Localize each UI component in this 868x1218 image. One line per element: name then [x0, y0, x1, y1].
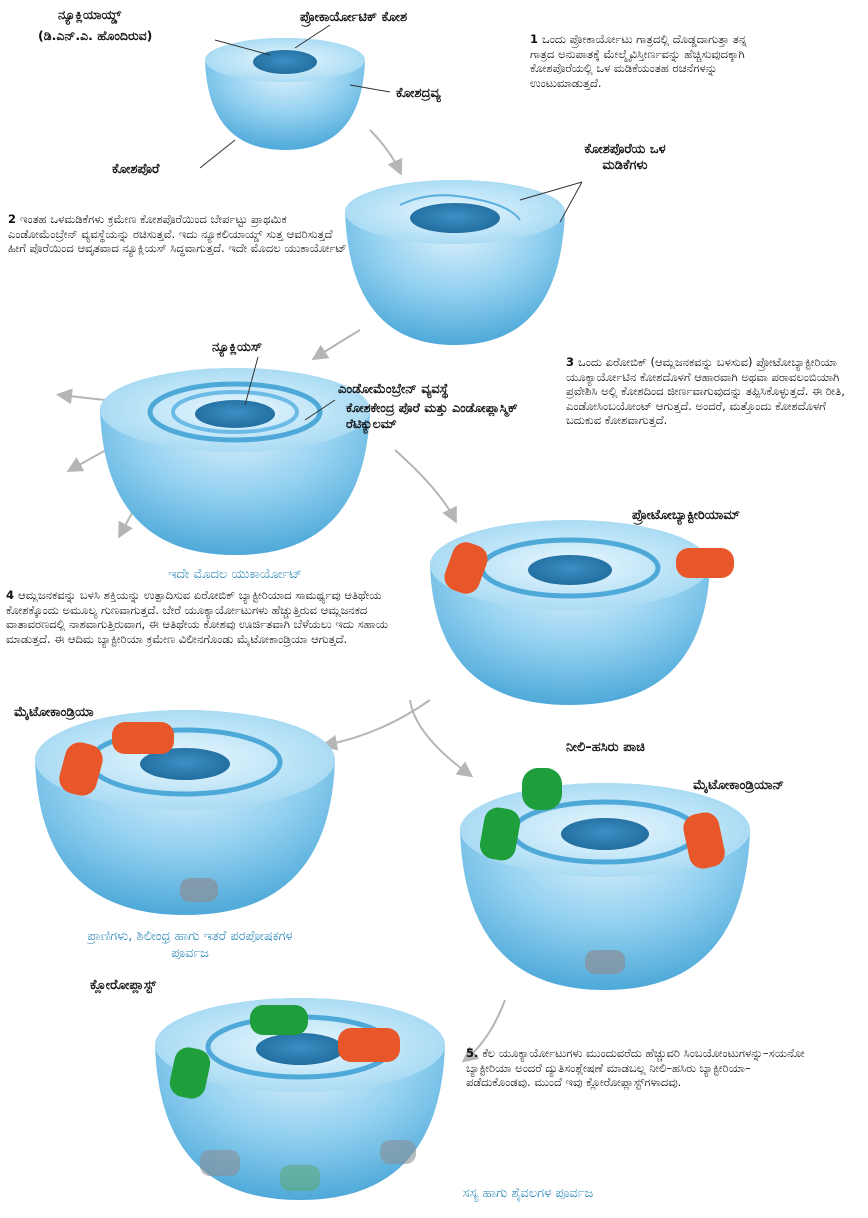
step-3-number: 3	[566, 355, 574, 369]
label-endomembrane-sub: ಕೋಶಕೇಂದ್ರ ಪೊರೆ ಮತ್ತು ಎಂಡೋಪ್ಲಾಸ್ಮಿಕ್ ರೆಟಿ…	[346, 400, 521, 432]
step-5: 5.ಕೆಲ ಯೂಕ್ಯಾರ್ಯೋಟುಗಳು ಮುಂದುವರೆದು ಹೆಚ್ಚುವ…	[466, 1046, 811, 1090]
cell-first-eukaryote	[100, 368, 370, 555]
label-mitochondrion: ಮೈಟೋಕಾಂಡ್ರಿಯಾನ್	[693, 778, 784, 794]
label-cytoplasm: ಕೋಶದ್ರವ್ಯ	[396, 86, 441, 102]
step-1-text: ಒಂದು ಪ್ರೋಕಾರ್ಯೋಟು ಗಾತ್ರದಲ್ಲಿ ದೊಡ್ಡದಾಗುತ್…	[530, 32, 747, 90]
label-proteobacterium: ಪ್ರೋಟೋಬ್ಯಾಕ್ಟೀರಿಯಾಮ್	[632, 508, 740, 524]
cell-algae-intake	[460, 768, 750, 990]
step-4-number: 4	[6, 588, 14, 602]
label-endomembrane-system: ಎಂಡೋಮೆಂಬ್ರೇನ್ ವ್ಯವಸ್ಥೆ	[338, 382, 449, 398]
step-5-text: ಕೆಲ ಯೂಕ್ಯಾರ್ಯೋಟುಗಳು ಮುಂದುವರೆದು ಹೆಚ್ಚುವರಿ…	[466, 1046, 805, 1089]
label-membrane-infoldings: ಕೋಶಪೊರೆಯ ಒಳ ಮಡಿಕೆಗಳು	[560, 142, 690, 174]
cell-infolding	[345, 180, 565, 345]
nucleoid-shape	[253, 50, 317, 74]
step-5-number: 5.	[466, 1046, 478, 1060]
step-1-number: 1	[530, 32, 538, 46]
label-chloroplast: ಕ್ಲೋರೋಪ್ಲಾಸ್ಟ್	[90, 978, 156, 994]
cell-plant-ancestor	[155, 998, 445, 1200]
step-2-number: 2	[8, 212, 16, 226]
step-2-text: ಇಂತಹ ಒಳಮಡಿಕೆಗಳು ಕ್ರಮೇಣ ಕೋಶಪೊರೆಯಿಂದ ಬೇರ್ಪ…	[8, 212, 347, 255]
label-nucleoid: ನ್ಯೂಕ್ಲಿಯಾಯ್ಡ್	[58, 8, 121, 24]
label-blue-green-algae: ನೀಲಿ–ಹಸಿರು ಪಾಚಿ	[566, 740, 645, 756]
label-cell-membrane: ಕೋಶಪೊರೆ	[112, 162, 159, 178]
chloroplast-top	[250, 1005, 308, 1035]
caption-animals-ancestor: ಪ್ರಾಣಿಗಳು, ಶಿಲೀಂಧ್ರ ಹಾಗು ಇತರೆ ಪರಪೋಷಕಗಳ ಪ…	[70, 928, 310, 962]
step-4-text: ಆಮ್ಲಜನಕವನ್ನು ಬಳಸಿ ಶಕ್ತಿಯನ್ನು ಉತ್ಪಾದಿಸುವ …	[6, 588, 388, 646]
caption-plants-ancestor: ಸಸ್ಯ ಹಾಗು ಶೈವಲಗಳ ಪೂರ್ವಜ	[408, 1185, 648, 1202]
algae-outside	[522, 768, 562, 810]
proteobacterium-right	[676, 548, 734, 578]
mitochondrion-plant	[338, 1028, 400, 1062]
cell-prokaryote	[205, 38, 365, 150]
cell-animal-ancestor	[35, 710, 335, 915]
cell-with-proteobacteria	[430, 520, 734, 705]
label-mitochondria: ಮೈಟೋಕಾಂಡ್ರಿಯಾ	[14, 705, 94, 721]
step-3-text: ಒಂದು ಏರೋಬಿಕ್ (ಆಮ್ಲಜನಕವನ್ನು ಬಳಸುವ) ಪ್ರೋಟೋ…	[566, 355, 845, 427]
label-nucleus: ನ್ಯೂಕ್ಲಿಯಸ್	[212, 340, 262, 356]
caption-first-eukaryote: ಇದೇ ಮೊದಲ ಯುಕಾರ್ಯೋಟ್	[140, 566, 330, 583]
mitochondrion-top	[112, 722, 174, 754]
label-prokaryotic-cell: ಪ್ರೋಕಾರ್ಯೋಟಿಕ್ ಕೋಶ	[300, 10, 407, 26]
label-nucleoid-sub: (ಡಿ.ಎನ್.ಎ. ಹೊಂದಿರುವ)	[38, 28, 152, 44]
